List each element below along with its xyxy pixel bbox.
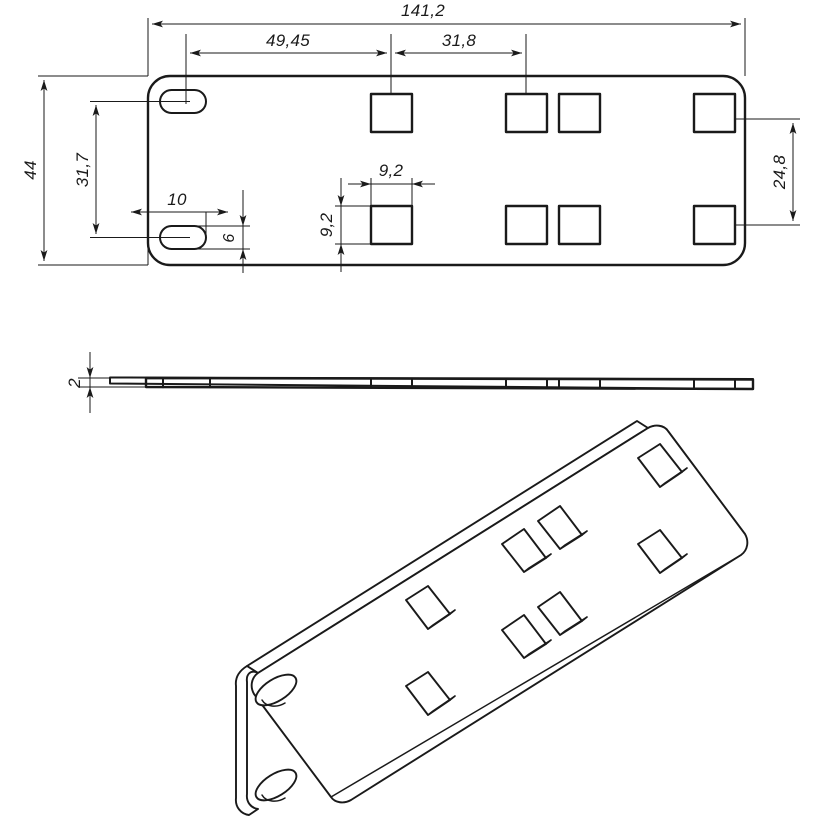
square-hole: [557, 204, 602, 246]
dim-label-hole-row-spacing: 24,8: [770, 155, 789, 191]
side-view-hole-ticks: [162, 377, 736, 390]
dim-label-plate-thickness: 2: [65, 378, 84, 389]
square-hole: [369, 204, 414, 246]
plate-body-side-view: [144, 376, 755, 391]
slot-bottom-iso: [254, 768, 298, 802]
dimension-square-hole-height: 9,2: [317, 178, 371, 272]
plate-front-face-iso: [250, 424, 749, 804]
dim-label-square-hole-width: 9,2: [379, 161, 404, 180]
square-hole: [692, 204, 737, 246]
square-hole-iso: [637, 443, 688, 488]
dim-label-square-hole-height: 9,2: [317, 212, 336, 237]
square-hole: [504, 204, 549, 246]
square-hole-iso: [537, 505, 588, 550]
dim-label-hole-pitch: 31,8: [442, 31, 477, 50]
dim-label-overall-length: 141,2: [401, 1, 445, 20]
plate-right-end-iso: [647, 424, 746, 535]
dim-label-hole-group-offset: 49,45: [266, 31, 310, 50]
dimension-square-hole-width: 9,2: [348, 161, 435, 206]
square-hole: [557, 92, 602, 134]
dim-label-slot-height: 6: [221, 233, 238, 242]
square-hole-row-bottom: [369, 204, 737, 246]
dimension-slot-height: 6: [190, 190, 250, 273]
dimension-slot-vertical-spacing: 31,7: [73, 101, 186, 238]
square-hole-iso: [405, 585, 456, 630]
square-hole: [504, 92, 549, 134]
square-hole-iso: [501, 528, 552, 573]
dimension-plate-thickness: 2: [65, 352, 146, 413]
plate-left-end-iso: [234, 665, 259, 816]
square-hole: [692, 92, 737, 134]
dimension-slot-edge-offset: 10: [131, 190, 228, 265]
isometric-view: [234, 420, 749, 816]
dim-label-overall-width: 44: [21, 160, 40, 180]
square-hole-group-iso: [405, 443, 688, 716]
square-hole: [369, 92, 414, 134]
plate-outline-top-view: [146, 74, 747, 267]
square-hole-iso: [405, 671, 456, 716]
dimension-overall-width: 44: [21, 75, 148, 266]
square-hole-iso: [637, 529, 688, 574]
slot-group: [144, 89, 207, 250]
plate-lower-edge-iso: [330, 554, 742, 798]
slot-top-iso: [254, 673, 298, 707]
slot-group-iso: [254, 673, 298, 802]
dim-label-slot-edge-offset: 10: [167, 190, 187, 209]
top-view: 141,2 49,45 31,8 44 31,7: [21, 1, 800, 273]
side-view: 2: [65, 352, 755, 413]
dimension-overall-length: 141,2: [147, 1, 746, 76]
dim-label-slot-vertical-spacing: 31,7: [73, 153, 92, 188]
square-hole-row-top: [369, 92, 737, 134]
dimension-hole-row-spacing: 24,8: [735, 118, 800, 226]
dimension-hole-pitch: 31,8: [395, 31, 527, 94]
square-hole-iso: [537, 591, 588, 636]
square-hole-iso: [501, 614, 552, 659]
dimension-hole-group-offset: 49,45: [185, 31, 392, 104]
